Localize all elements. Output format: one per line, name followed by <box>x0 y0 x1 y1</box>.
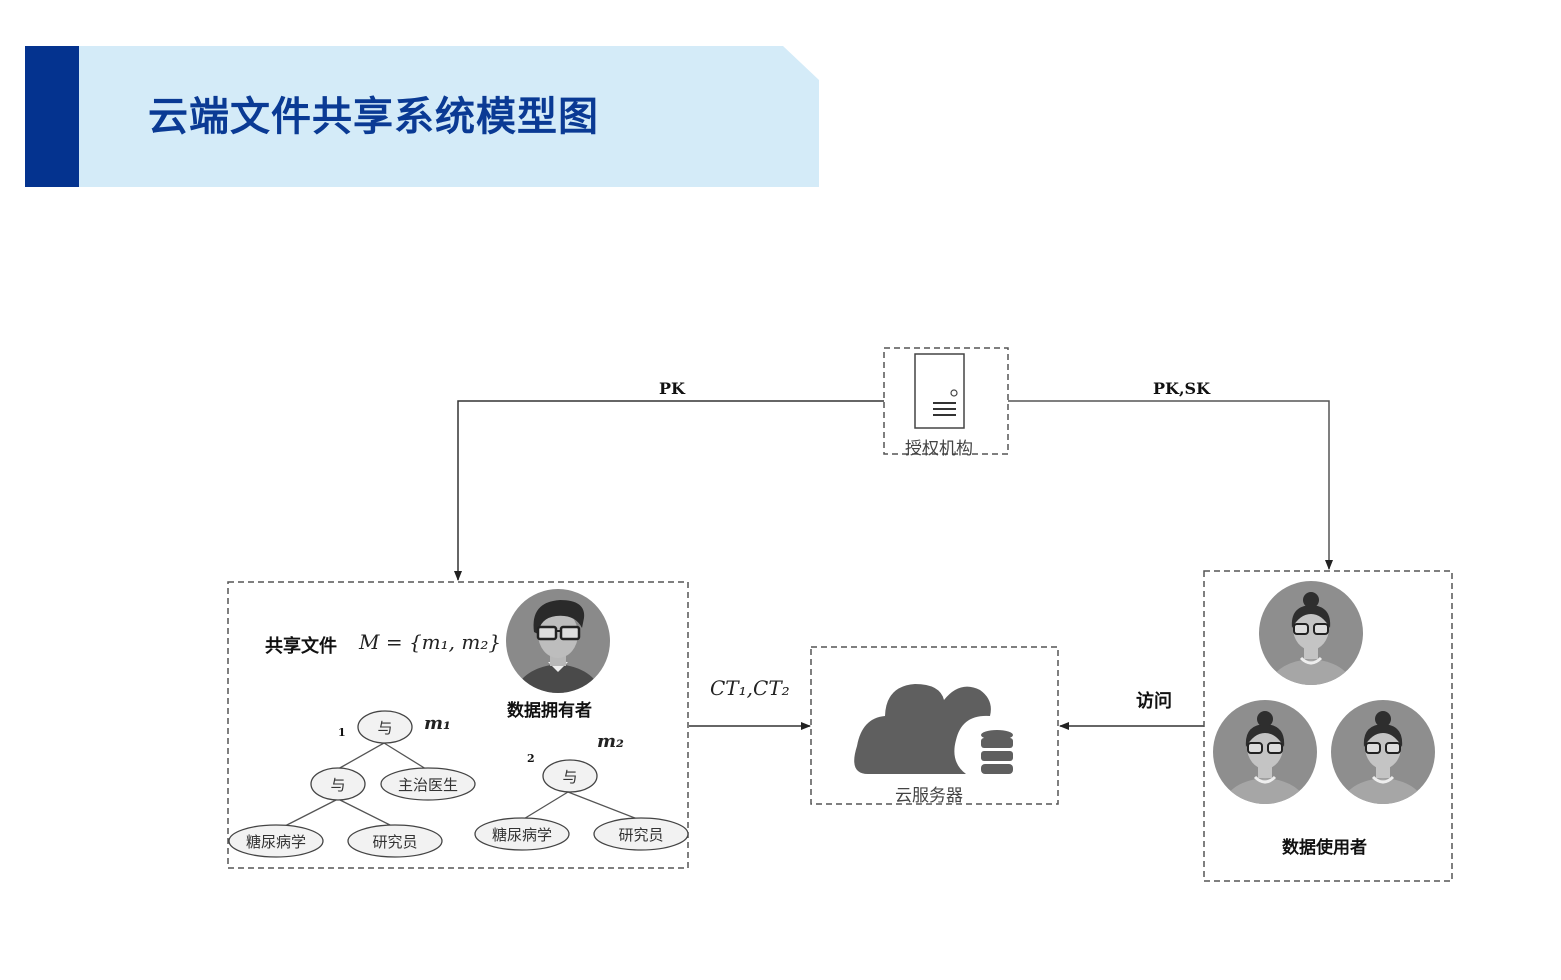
tree-node-and: 与 <box>357 710 413 744</box>
svg-text:与: 与 <box>377 719 392 737</box>
page-title: 云端文件共享系统模型图 <box>148 94 599 140</box>
svg-text:糖尿病学: 糖尿病学 <box>492 826 552 844</box>
tree-name-m1: m₁ <box>424 713 451 734</box>
female-user-avatar-icon <box>1331 700 1435 804</box>
edge-label-ciphertexts: CT₁,CT₂ <box>710 676 790 700</box>
cloud-server-label: 云服务器 <box>895 786 963 806</box>
tree-node-diabetology: 糖尿病学 <box>474 817 570 851</box>
shared-file-formula: M = {m₁, m₂} <box>359 630 502 654</box>
tree-node-and: 与 <box>542 759 598 793</box>
access-tree-m2: 与 糖尿病学 研究员 <box>474 759 689 851</box>
svg-text:研究员: 研究员 <box>372 833 417 851</box>
tree-node-researcher: 研究员 <box>593 817 689 851</box>
tree-node-attending-physician: 主治医生 <box>380 767 476 801</box>
data-users-box <box>1203 570 1453 882</box>
data-owner-box <box>227 581 689 869</box>
female-user-avatar-icon <box>1259 581 1363 685</box>
svg-text:与: 与 <box>562 768 577 786</box>
edge-label-pk-sk: PK,SK <box>1153 379 1210 398</box>
tree-index-2: 2 <box>527 752 535 765</box>
svg-text:与: 与 <box>330 776 345 794</box>
shared-file-label: 共享文件 <box>265 636 337 657</box>
tree-index-1: 1 <box>338 726 346 739</box>
data-users-label: 数据使用者 <box>1282 838 1367 858</box>
database-icon <box>981 730 1013 774</box>
tree-node-diabetology: 糖尿病学 <box>228 824 324 858</box>
server-icon <box>914 353 965 429</box>
male-user-avatar-icon <box>506 589 610 693</box>
tree-node-researcher: 研究员 <box>347 824 443 858</box>
access-tree-m1: 与 与 主治医生 糖尿病学 研究员 <box>228 710 476 858</box>
cloud-icon <box>854 684 991 774</box>
header-accent-bar <box>25 46 79 187</box>
cloud-server-box <box>810 646 1059 805</box>
data-owner-label: 数据拥有者 <box>507 701 592 721</box>
edge-authority-to-users <box>1008 400 1333 570</box>
edge-label-access: 访问 <box>1136 691 1172 712</box>
authority-label: 授权机构 <box>905 439 973 459</box>
edge-authority-to-owner <box>454 400 884 581</box>
tree-node-and: 与 <box>310 767 366 801</box>
svg-text:研究员: 研究员 <box>618 826 663 844</box>
edge-label-pk: PK <box>659 379 685 398</box>
svg-text:糖尿病学: 糖尿病学 <box>246 833 306 851</box>
svg-text:主治医生: 主治医生 <box>398 776 458 794</box>
header-banner <box>25 46 819 187</box>
tree-name-m2: m₂ <box>597 731 624 752</box>
female-user-avatar-icon <box>1213 700 1317 804</box>
